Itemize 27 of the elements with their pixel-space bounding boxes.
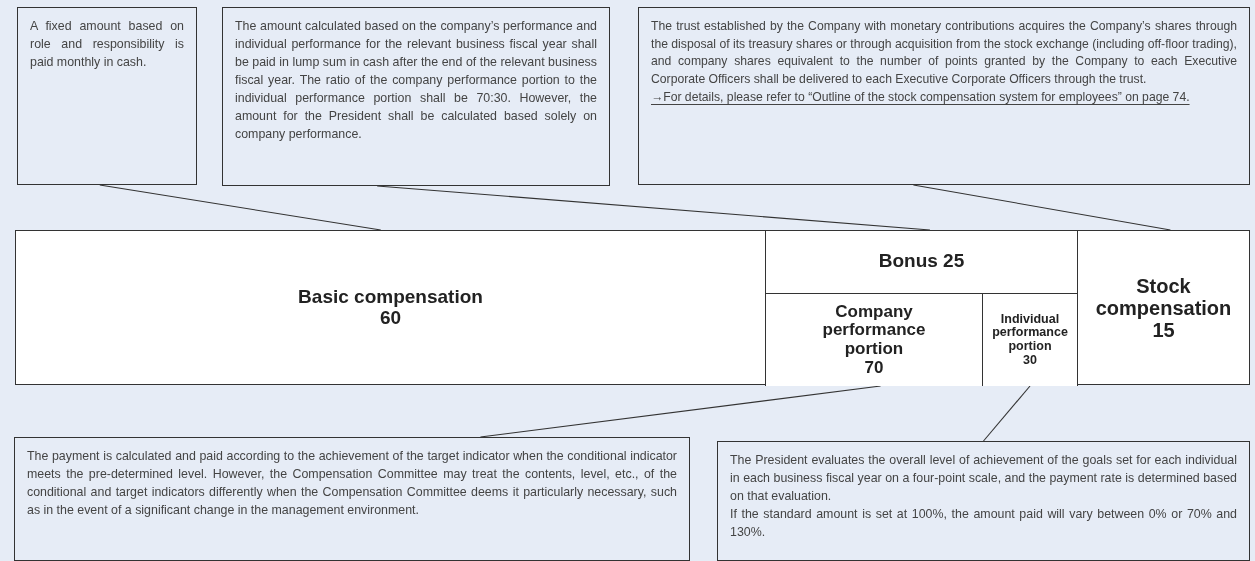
segment-title: Basic compensation xyxy=(298,286,483,308)
bar-segment xyxy=(765,293,983,386)
callout-text: The trust established by the Company with monetary contributions acquires the Company’s shares through the disposal of its treasury shares or through acquisition from the stock exchange (including off-floor trading), and company shares equivalent to the number of points granted by the Company to each Executive Corporate Officers shall be delivered to each Executive Corporate Officers through the trust. xyxy=(651,18,1237,89)
segment-value: 30 xyxy=(1023,353,1037,368)
bar-segment xyxy=(982,293,1078,386)
callout-box xyxy=(717,441,1250,561)
segment-title: Company performance portion xyxy=(821,302,927,359)
bar-segment xyxy=(1077,230,1250,385)
callout-text: The amount calculated based on the company’s performance and individual performance for the relevant business fiscal year shall be paid in lump sum in cash after the end of the relevant business fiscal year. The ratio of the company performance portion to the individual performance portion shall be 70:30. However, the amount for the President shall be calculated based solely on company performance. xyxy=(235,18,597,143)
bar-segment xyxy=(765,230,1078,385)
callout-box xyxy=(17,7,197,185)
callout-box xyxy=(638,7,1250,185)
segment-title: Bonus 25 xyxy=(878,251,965,272)
callout-text: The payment is calculated and paid according to the achievement of the target indicator when the conditional indicator meets the pre-determined level. However, the Compensation Committee may treat the contents, level, etc., of the conditional and target indicators differently when the Compensation Committee deems it particularly necessary, such as in the event of a significant change in the management environment. xyxy=(27,448,677,519)
callout-text: If the standard amount is set at 100%, the amount paid will vary between 0% or 70% and 130%. xyxy=(730,505,1237,541)
callout-box xyxy=(222,7,610,186)
segment-title: Individual performance portion xyxy=(991,312,1069,354)
leader-line xyxy=(982,385,1031,442)
segment-value: 15 xyxy=(1152,318,1175,341)
callout-text: A fixed amount based on role and responsibility is paid monthly in cash. xyxy=(30,18,184,71)
reference-note: →For details, please refer to “Outline of the stock compensation system for employees” on page 74. xyxy=(651,88,1191,106)
segment-value: 60 xyxy=(379,307,402,329)
bar-segment xyxy=(15,230,766,385)
callout-text: The President evaluates the overall level of achievement of the goals set for each individual in each business fiscal year on a four-point scale, and the payment rate is determined based on that evaluation. xyxy=(730,452,1237,505)
segment-title: Stock compensation xyxy=(1094,274,1233,319)
segment-value: 70 xyxy=(864,358,884,378)
callout-box xyxy=(14,437,690,561)
